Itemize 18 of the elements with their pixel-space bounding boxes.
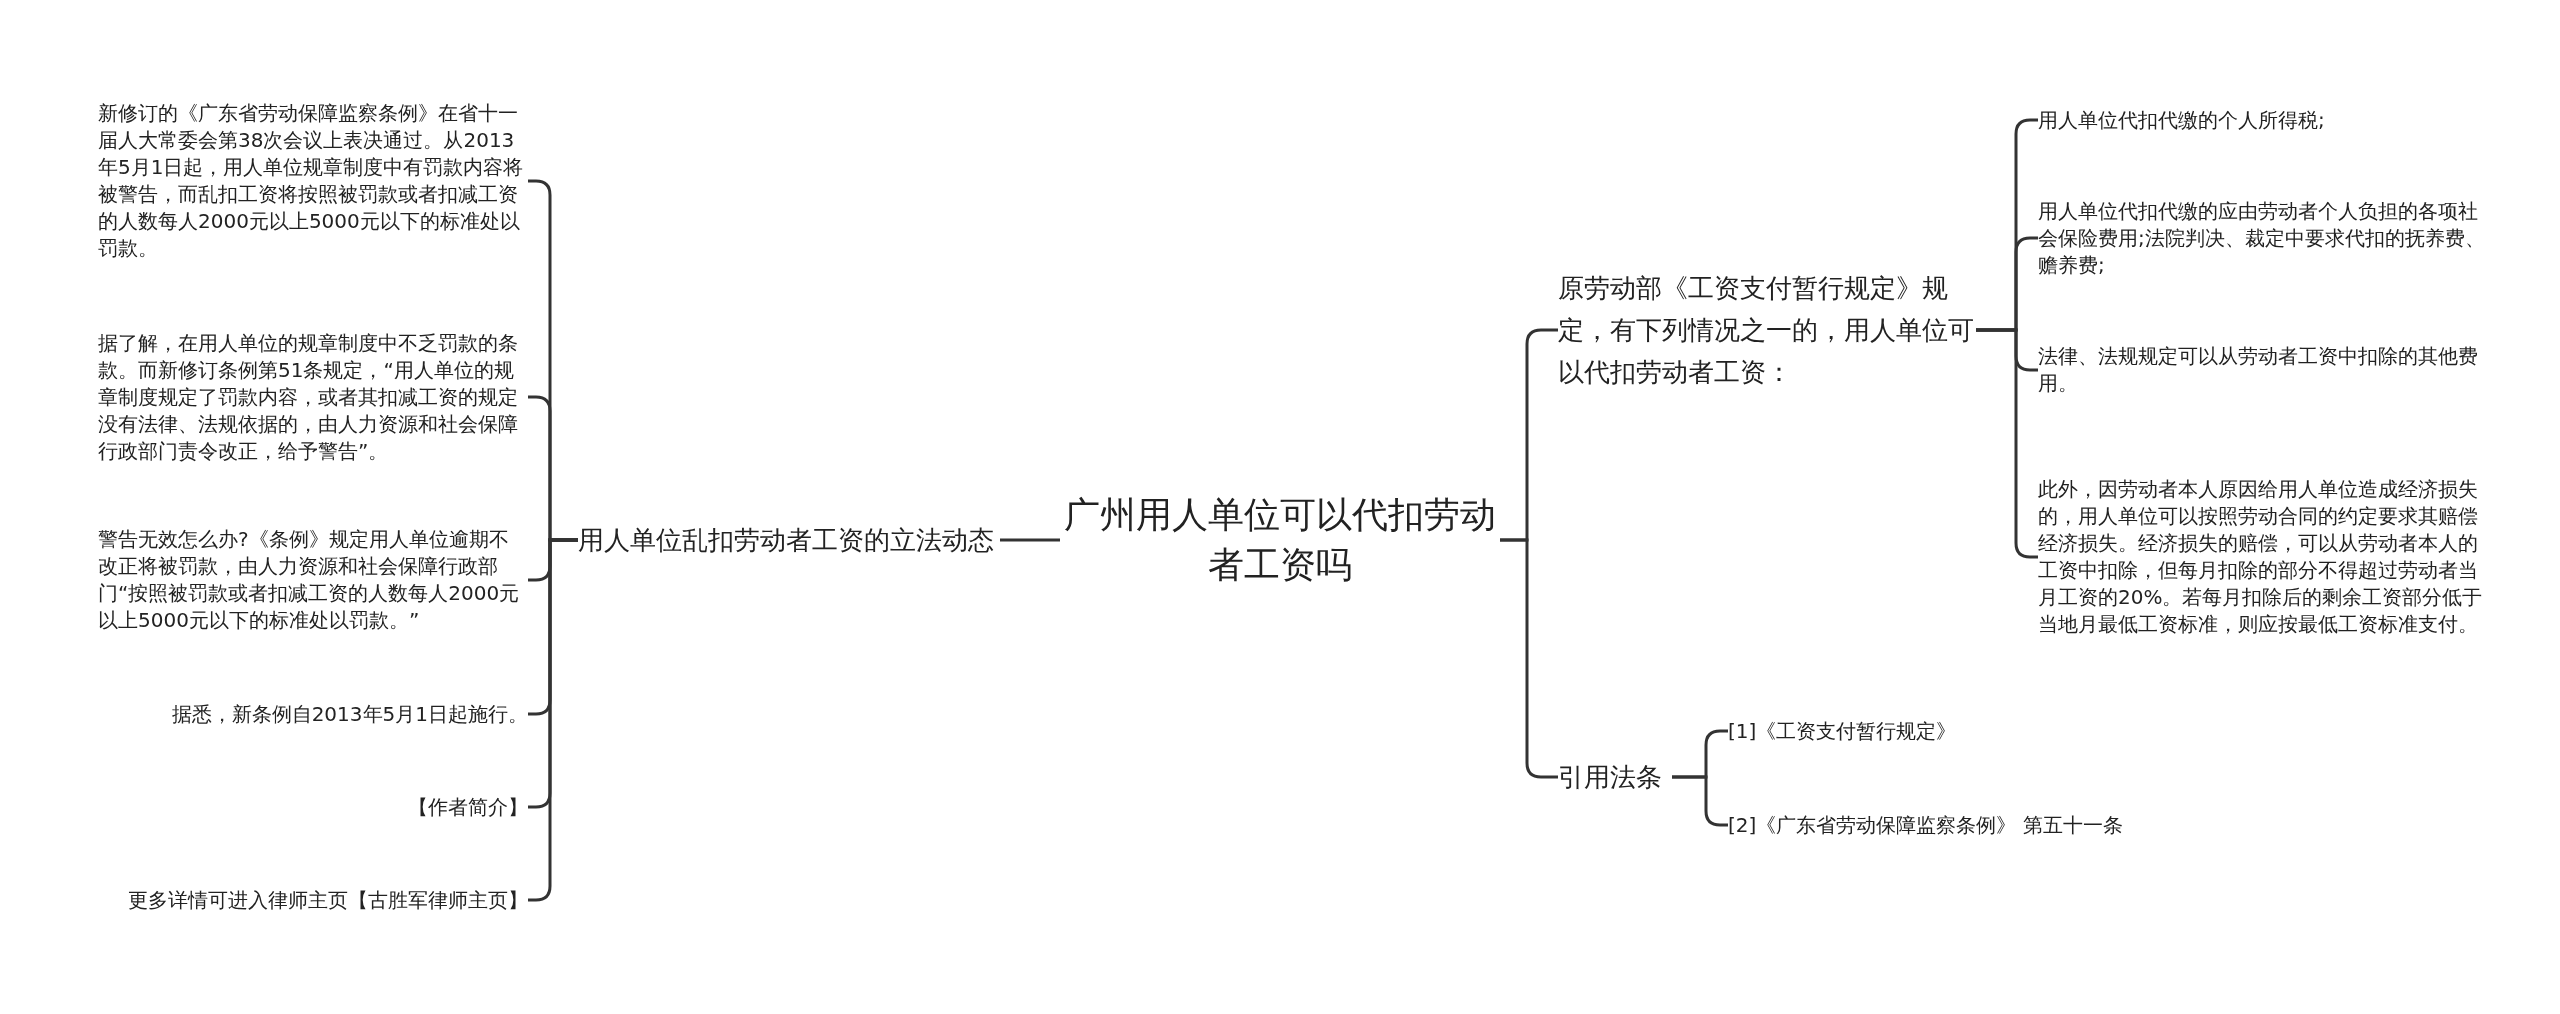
connector-line	[1672, 775, 1728, 827]
topic-text: [1]《工资支付暂行规定》	[1728, 717, 2188, 745]
branch-topic: 原劳动部《工资支付暂行规定》规定，有下列情况之一的，用人单位可以代扣劳动者工资：	[1558, 267, 1976, 393]
branch-topic: 引用法条	[1558, 758, 1672, 796]
central-topic: 广州用人单位可以代扣劳动者工资吗	[1060, 490, 1500, 590]
topic-text: 用人单位代扣代缴的个人所得税;	[2038, 106, 2488, 134]
topic-text: [2]《广东省劳动保障监察条例》 第五十一条	[1728, 811, 2288, 839]
topic-text: 新修订的《广东省劳动保障监察条例》在省十一届人大常委会第38次会议上表决通过。从2013年5月1日起，用人单位规章制度中有罚款内容将被警告，而乱扣工资将按照被罚款或者扣减工资的人数每人2000元以上5000元以下的标准处以罚款。	[98, 100, 528, 262]
topic-text: 更多详情可进入律师主页【古胜军律师主页】	[98, 886, 528, 914]
topic-text: 据悉，新条例自2013年5月1日起施行。	[98, 700, 528, 728]
topic-text: 据了解，在用人单位的规章制度中不乏罚款的条款。而新修订条例第51条规定，“用人单位的规章制度规定了罚款内容，或者其扣减工资的规定没有法律、法规依据的，由人力资源和社会保障行政部门责令改正，给予警告”。	[98, 329, 528, 465]
topic-text: 用人单位代扣代缴的应由劳动者个人负担的各项社会保险费用;法院判决、裁定中要求代扣的抚养费、赡养费;	[2038, 197, 2488, 279]
topic-text: 法律、法规规定可以从劳动者工资中扣除的其他费用。	[2038, 343, 2488, 397]
topic-text: 此外，因劳动者本人原因给用人单位造成经济损失的，用人单位可以按照劳动合同的约定要求其赔偿经济损失。经济损失的赔偿，可以从劳动者本人的工资中扣除，但每月扣除的部分不得超过劳动者当月工资的20%。若每月扣除后的剩余工资部分低于当地月最低工资标准，则应按最低工资标准支付。	[2038, 476, 2488, 638]
branch-topic: 用人单位乱扣劳动者工资的立法动态	[578, 521, 1000, 559]
topic-text: 【作者简介】	[98, 793, 528, 821]
topic-text: 警告无效怎么办?《条例》规定用人单位逾期不改正将被罚款，由人力资源和社会保障行政部门“按照被罚款或者扣减工资的人数每人2000元以上5000元以下的标准处以罚款。”	[98, 526, 528, 634]
connector-line	[1000, 538, 1060, 542]
